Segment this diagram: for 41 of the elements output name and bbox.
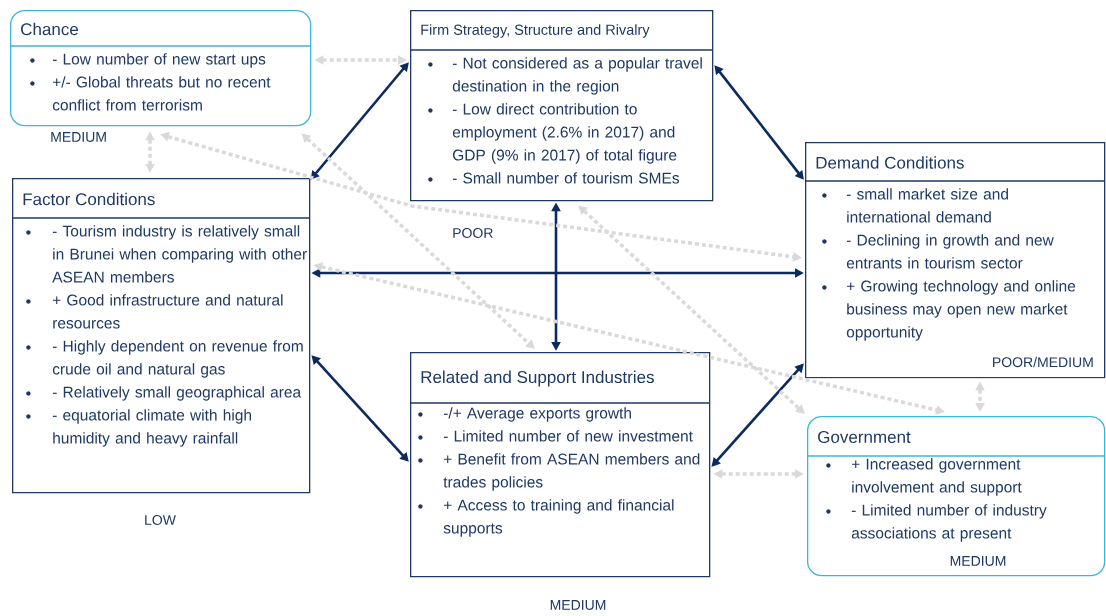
panel <box>806 416 1106 577</box>
panel-heading: Government <box>818 431 911 444</box>
arrow <box>311 355 409 462</box>
bullet-item: + Good infrastructure and natural resources <box>52 294 283 329</box>
bullet-item: + Access to training and financial supports <box>443 499 674 537</box>
arrow <box>310 62 409 180</box>
arrow <box>714 65 804 180</box>
panel <box>409 352 711 578</box>
bullet-item: + Benefit from ASEAN members and trades policies <box>443 453 700 491</box>
bullet-item: - Highly dependent on revenue from crude oil and natural gas <box>52 340 303 378</box>
panel-heading: Chance <box>21 22 79 36</box>
bullet-item: - Low number of new start ups <box>52 53 266 68</box>
bullet-item: - Not considered as a popular travel destination in the region <box>452 57 702 95</box>
bullet-item: - Limited number of industry associations at present <box>851 504 1047 542</box>
bullet-item: - equatorial climate with high humidity and heavy rainfall <box>52 409 251 447</box>
panel-heading: Factor Conditions <box>23 192 155 206</box>
panel-heading: Demand Conditions <box>816 156 964 169</box>
panel <box>11 178 311 494</box>
bullet-item: - Low direct contribution to employment (2.6% in 2017) and GDP (9% in 2017) of total figure <box>452 103 677 164</box>
rating-label: LOW <box>145 515 176 525</box>
panel-heading: Firm Strategy, Structure and Rivalry <box>421 24 650 38</box>
rating-label: MEDIUM <box>950 556 1006 566</box>
bullet-item: - Relatively small geographical area <box>52 386 302 401</box>
panel <box>409 10 714 202</box>
bullet-item: - Small number of tourism SMEs <box>452 172 679 184</box>
rating-label: POOR/MEDIUM <box>993 356 1093 368</box>
rating-label: POOR <box>453 228 493 238</box>
bullet-item: -/+ Average exports growth <box>443 407 631 422</box>
panel <box>804 142 1106 379</box>
panel <box>9 10 312 127</box>
rating-label: MEDIUM <box>550 600 606 610</box>
bullet-item: +/- Global threats but no recent conflict from terrorism <box>52 76 271 111</box>
bullet-item: - Tourism industry is relatively small in Brunei when comparing with other ASEAN members <box>52 225 307 283</box>
arrow <box>578 205 805 414</box>
bullet-item: + Increased government involvement and support <box>851 458 1022 496</box>
rating-label: MEDIUM <box>51 132 106 142</box>
bullet-item: + Growing technology and online business may open new market opportunity <box>846 280 1076 341</box>
bullet-item: - Declining in growth and new entrants in tourism sector <box>846 234 1054 269</box>
bullet-item: - Limited number of new investment <box>443 430 693 442</box>
panel-heading: Related and Support Industries <box>421 370 654 387</box>
bullet-item: - small market size and international demand <box>846 188 1008 223</box>
